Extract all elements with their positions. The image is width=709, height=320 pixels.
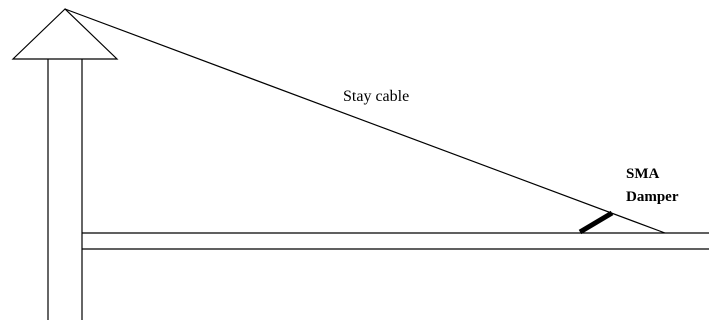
stay-cable-label: Stay cable — [343, 88, 409, 105]
sma-damper — [578, 210, 614, 235]
damper-label-line2: Damper — [626, 189, 679, 205]
tower-cap — [11, 8, 119, 60]
stay-cable — [64, 8, 666, 234]
damper-label-line1: SMA — [626, 166, 660, 182]
